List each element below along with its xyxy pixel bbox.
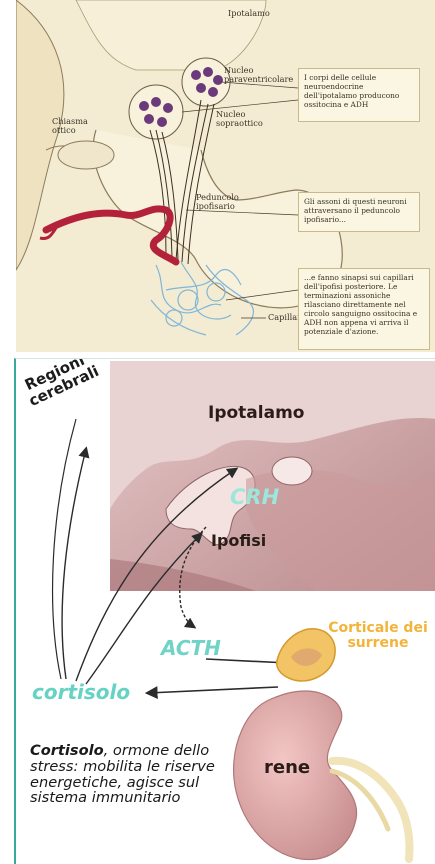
label-acth: ACTH [161, 636, 221, 660]
callout-axons-stalk: Gli assoni di questi neuroni attraversan… [298, 192, 420, 232]
label-corticale-surrene: Corticale dei surrene [323, 621, 433, 650]
stress-axis-drawing [51, 361, 435, 863]
label-chiasma-ottico: Chiasma ottico [52, 116, 88, 135]
label-peduncolo-ipofisario: Peduncolo ipofisario [196, 192, 239, 211]
label-nucleo-sopraottico: Nucleo sopraottico [216, 109, 263, 128]
cortisol-description: Cortisolo, ormone dello stress: mobilita… [30, 743, 240, 806]
label-rene: rene [264, 757, 311, 778]
neurohypophysis-illustration: Ipotalamo Chiasma ottico Nucleo paravent… [16, 0, 435, 352]
callout-capillary-synapses: ...e fanno sinapsi sui capillari dell'ip… [298, 268, 430, 350]
capillary-network [150, 261, 254, 336]
stress-axis-illustration: Regioni cerebrali Ipotalamo CRH Ipofisi … [14, 358, 435, 864]
label-cortisolo: cortisolo [32, 680, 131, 704]
label-crh: CRH [230, 485, 280, 509]
label-capillari: Capillari [268, 312, 304, 322]
nucleus-paraventricular [181, 57, 231, 107]
label-ipofisi: Ipofisi [211, 531, 267, 550]
callout-neuroendocrine-cells: I corpi delle cellule neuroendocrine del… [298, 68, 420, 122]
label-ipotalamo-top: Ipotalamo [228, 8, 270, 18]
label-corticale-text: Corticale dei surrene [328, 620, 428, 651]
description-rest: , ormone dello stress: mobilita le riser… [30, 742, 215, 807]
label-ipotalamo: Ipotalamo [208, 403, 305, 423]
label-nucleo-paraventricolare: Nucleo paraventricolare [224, 65, 294, 84]
description-bold: Cortisolo [30, 742, 104, 759]
